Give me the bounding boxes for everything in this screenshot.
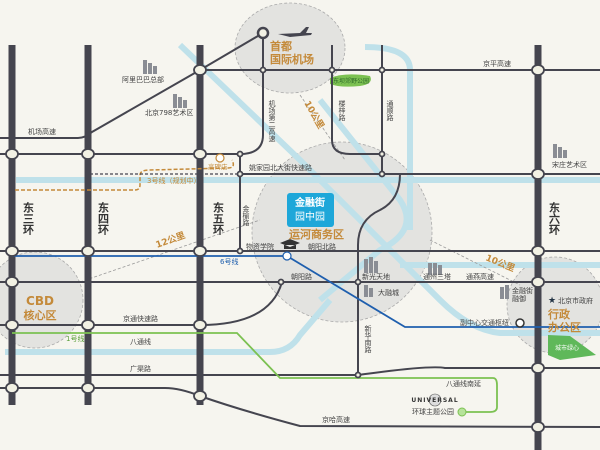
label-tongshun: 通顺路: [386, 99, 394, 122]
label-airport-expwy: 机场高速: [28, 127, 56, 136]
metro-line-1: [12, 332, 498, 413]
label-dongba-park: 东坝郊野公园: [333, 77, 369, 85]
building-icon: [143, 60, 567, 299]
label-chaoyang: 朝阳路: [291, 272, 312, 281]
label-jinyu: 金榆路: [242, 204, 250, 227]
road-airport-2nd: [239, 33, 264, 155]
label-alibaba: 阿里巴巴总部: [122, 75, 164, 84]
label-jingha: 京哈高速: [322, 415, 350, 424]
distance-line-airport: [299, 94, 346, 161]
road-dongba: [331, 45, 382, 155]
label-chaoyang-n: 朝阳北路: [308, 242, 336, 251]
metro-station-icon: [215, 153, 525, 417]
label-east4: 东四环: [97, 201, 110, 236]
label-jinrongjie-2: 融御: [512, 294, 526, 303]
metro-line-6: [12, 255, 600, 328]
metro-line-3-planned: [15, 159, 235, 191]
distance-cbd: 12公里: [154, 230, 186, 251]
label-universal: 环球主题公园: [412, 407, 454, 416]
label-govt: 北京市政府: [558, 296, 593, 305]
universal-logo: UNIVERSAL: [411, 393, 458, 407]
green-heart-park: [548, 335, 596, 360]
project-logo: [287, 193, 334, 227]
label-east5: 东五环: [212, 201, 225, 236]
label-cbd-2: 核心区: [24, 308, 57, 322]
label-jingtong: 京通快速路: [123, 314, 158, 323]
airplane-icon: [278, 27, 312, 37]
project-logo-line2: 园中园: [295, 210, 325, 223]
label-admin-1: 行政: [547, 307, 571, 321]
label-jingping: 京平高速: [483, 59, 511, 68]
label-guangqu: 广渠路: [130, 364, 151, 373]
label-batong: 八通线: [130, 337, 151, 346]
distance-admin: 10公里: [484, 253, 516, 275]
svg-text:UNIVERSAL: UNIVERSAL: [411, 397, 458, 404]
label-tongzhou: 通州三塔: [423, 272, 451, 281]
label-line3: 3号线（规划中）: [147, 176, 200, 185]
label-airport-2: 国际机场: [270, 52, 314, 66]
graduation-cap-icon: [280, 239, 300, 249]
label-batong-s: 八通线南延: [446, 379, 481, 388]
label-airport-2nd: 机场第二高速: [268, 99, 276, 143]
label-canal: 运河商务区: [289, 227, 344, 241]
label-admin-2: 办公区: [548, 320, 581, 334]
label-songzhuang: 宋庄艺术区: [552, 160, 587, 169]
road-guangqu: [0, 366, 600, 376]
star-icon: ★: [548, 296, 556, 306]
label-green-heart: 城市绿心: [555, 344, 579, 352]
label-tongyan: 通燕高速: [466, 272, 494, 281]
distance-line-admin: [429, 239, 521, 286]
label-gaobeidian: 高碑店: [208, 162, 228, 171]
label-airport-1: 首都: [270, 39, 292, 53]
interchanges: [5, 64, 545, 433]
label-wuzi: 物资学院: [246, 242, 274, 251]
label-xinguang: 新光天地: [362, 272, 390, 281]
label-798: 北京798艺术区: [145, 108, 193, 117]
project-logo-line1: 金融街: [294, 196, 325, 209]
label-cbd-1: CBD: [26, 294, 54, 308]
label-yaojiayuan: 姚家园北大街快速路: [249, 163, 312, 172]
label-xinhua-s: 新华南路: [364, 324, 372, 354]
label-hub: 副中心交通枢纽: [460, 318, 509, 327]
label-jinrongjie-1: 金融街: [512, 286, 533, 295]
label-dayuecheng: 大融城: [378, 288, 399, 297]
label-east3: 东三环: [22, 201, 35, 236]
label-line1: 1号线: [66, 334, 84, 343]
label-east6: 东六环: [548, 201, 561, 236]
label-dongba: 楼梓路: [338, 99, 346, 122]
label-line6: 6号线: [220, 257, 238, 266]
dongba-park: [330, 74, 371, 87]
road-xinhua-s: [357, 173, 401, 375]
airport-node: [256, 26, 270, 40]
